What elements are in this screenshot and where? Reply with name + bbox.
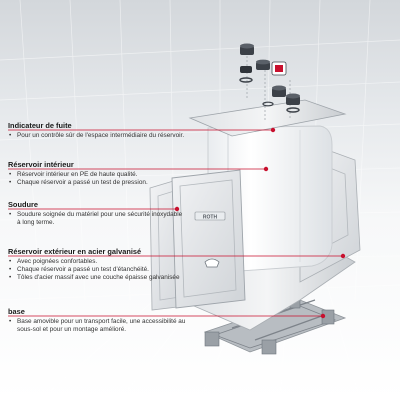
callout-base: base Base amovible pour un transport fac… [8,307,186,334]
valve-fitting-icon [239,43,270,83]
callout-bullets: Avec poignées confortables. Chaque réser… [8,258,186,283]
callout-inner-tank: Réservoir intérieur Réservoir intérieur … [8,160,186,188]
callout-lines [8,127,346,319]
nameplate-text: ROTH [203,214,218,220]
leak-indicator-cap-icon [271,61,287,76]
callout-welding: Soudure Soudure soignée du matériel pour… [8,200,186,227]
outer-tank-left-panels: ROTH [149,169,246,311]
callout-bullet: Avec poignées confortables. [8,258,186,266]
callout-bullet: Pour un contrôle sûr de l'espace intermé… [8,132,186,140]
callout-title: Soudure [8,200,38,209]
callout-bullets: Réservoir intérieur en PE de haute quali… [8,171,186,188]
callout-leak-indicator: Indicateur de fuite Pour un contrôle sûr… [8,121,186,140]
top-fittings [239,43,300,120]
callout-bullets: Base amovible pour un transport facile, … [8,318,186,334]
callout-bullet: Tôles d'acier massif avec une couche épa… [8,274,186,282]
callout-bullet: Chaque réservoir a passé un test de pres… [8,179,186,187]
nameplate [194,211,226,221]
callout-title: Indicateur de fuite [8,121,72,130]
callout-bullet: Soudure soignée du matériel pour une séc… [8,211,186,227]
callout-bullet: Réservoir intérieur en PE de haute quali… [8,171,186,179]
callout-bullets: Pour un contrôle sûr de l'espace intermé… [8,132,186,140]
callout-bullet: Base amovible pour un transport facile, … [8,318,186,334]
valve-fitting-icon [262,85,300,113]
callout-title: base [8,307,25,316]
callout-title: Réservoir intérieur [8,160,74,169]
callout-bullet: Chaque réservoir a passé un test d'étanc… [8,266,186,274]
callout-title: Réservoir extérieur en acier galvanisé [8,247,142,256]
handle [204,258,220,268]
callout-bullets: Soudure soignée du matériel pour une séc… [8,211,186,227]
callout-outer-tank: Réservoir extérieur en acier galvanisé A… [8,247,186,283]
